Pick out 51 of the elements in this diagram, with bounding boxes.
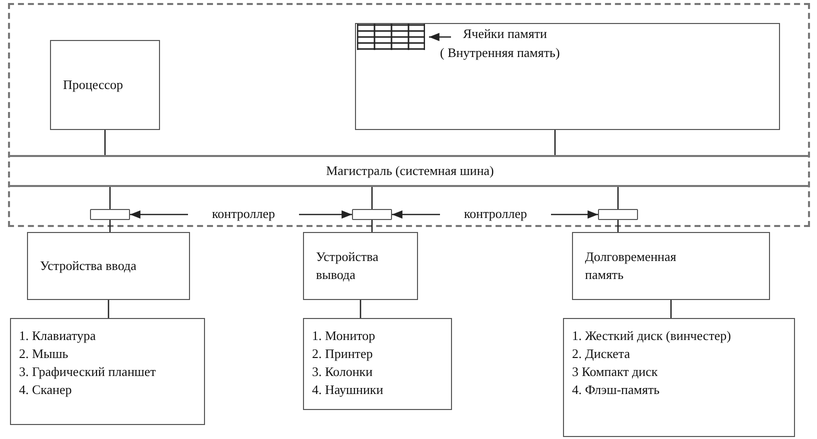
list-item: 4. Флэш-память: [572, 381, 661, 399]
connector-line: [109, 187, 111, 209]
node-box: [355, 23, 780, 130]
connector-line: [109, 220, 111, 232]
node-box: [572, 232, 770, 300]
list-item: 4. Наушники: [312, 381, 384, 399]
node-label: контроллер: [212, 205, 276, 223]
list-item: 3. Графический планшет: [19, 363, 157, 381]
memory-cells-grid: [357, 24, 425, 50]
list-item: 2. Мышь: [19, 345, 70, 363]
node-box: [50, 40, 160, 130]
node-box: [10, 318, 205, 425]
node-label: Ячейки памяти: [462, 25, 548, 43]
list-item: 3. Колонки: [312, 363, 374, 381]
node-box: [303, 232, 418, 300]
controller-box: [90, 209, 130, 220]
node-box: [27, 232, 190, 300]
bus-label: Магистраль (системная шина): [326, 162, 494, 180]
arrow: [392, 210, 440, 219]
node-label: Устройства ввода: [40, 257, 136, 275]
node-box: [563, 318, 795, 437]
list-item: 4. Сканер: [19, 381, 73, 399]
node-label: Процессор: [63, 76, 123, 94]
connector-line: [617, 187, 619, 209]
connector-line: [360, 300, 362, 318]
connector-line: [670, 300, 672, 318]
list-item: 1. Монитор: [312, 327, 376, 345]
connector-line: [371, 187, 373, 209]
connector-line: [617, 220, 619, 232]
node-box: [10, 155, 810, 187]
node-label: Долговременная память: [585, 248, 678, 284]
arrow: [429, 32, 451, 42]
list-item: 1. Жесткий диск (винчестер): [572, 327, 732, 345]
list-item: 1. Клавиатура: [19, 327, 97, 345]
arrow: [130, 210, 188, 219]
arrow: [299, 210, 352, 219]
node-label: контроллер: [464, 205, 528, 223]
controller-box: [598, 209, 638, 220]
dashed-frame: [8, 3, 810, 227]
node-label: ( Внутренняя память): [440, 44, 561, 62]
connector-line: [554, 130, 556, 155]
node-label: Устройства вывода: [316, 248, 380, 284]
list-item: 3 Компакт диск: [572, 363, 659, 381]
controller-box: [352, 209, 392, 220]
node-box: [303, 318, 452, 410]
list-item: 2. Дискета: [572, 345, 631, 363]
list-item: 2. Принтер: [312, 345, 374, 363]
connector-line: [104, 130, 106, 155]
connector-line: [371, 220, 373, 232]
connector-line: [108, 300, 110, 318]
arrow: [551, 210, 598, 219]
